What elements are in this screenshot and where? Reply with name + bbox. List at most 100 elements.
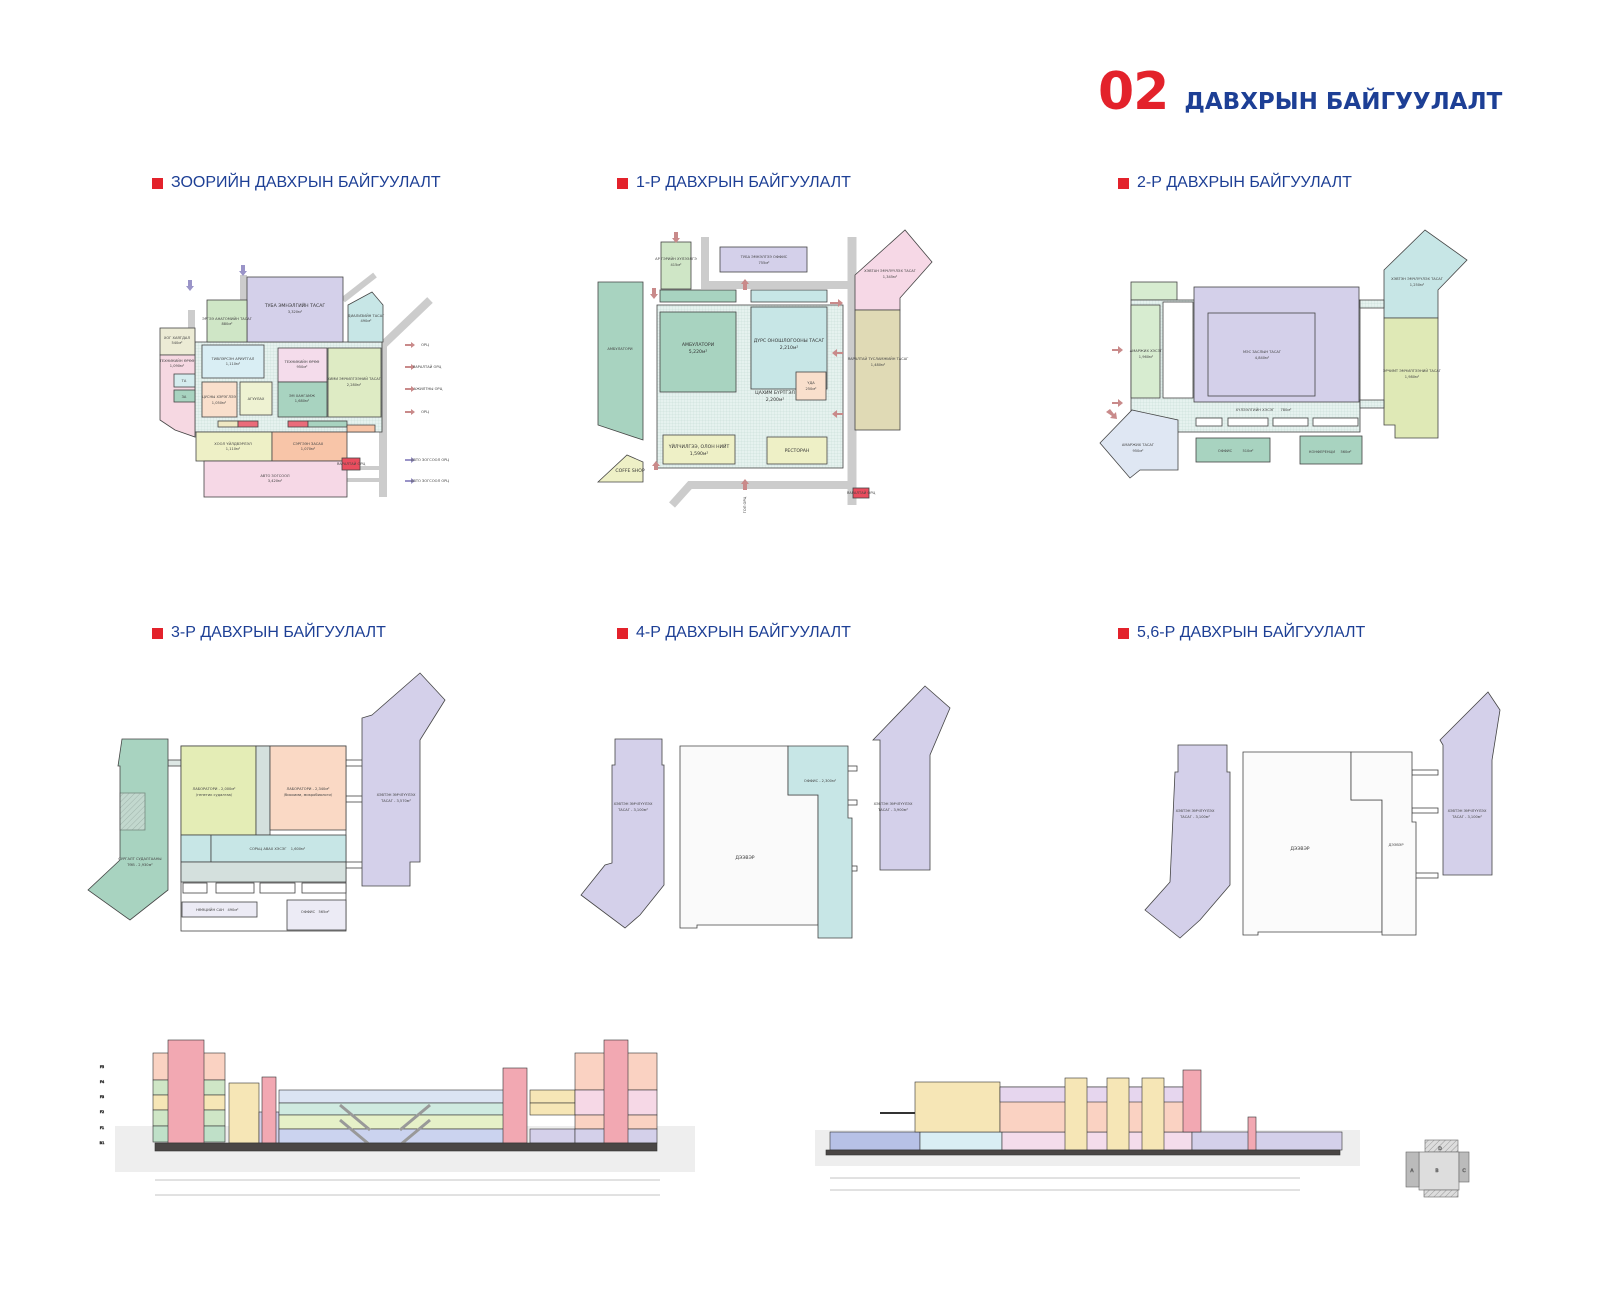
section-title-floor4: 4-Р ДАВХРЫН БАЙГУУЛАЛТ	[617, 624, 851, 642]
room-label: СЭРГЭЭН ЗАСАХ	[293, 442, 324, 446]
room-label: ЯАРАЛТАЙ ОРЦ	[413, 364, 442, 369]
room-label: 4,840м²	[1255, 356, 1270, 360]
plan-shape	[269, 745, 347, 831]
room-label: 880м²	[221, 322, 233, 326]
plan-shape	[217, 420, 239, 428]
plan-shape	[1312, 417, 1359, 427]
plan-shape	[1423, 1189, 1459, 1198]
room-label: СУРГАЛТ СУДАЛГААНЫ	[118, 857, 161, 861]
plan-shape	[529, 1128, 576, 1144]
building-section-2	[815, 1069, 1360, 1191]
section-title-text: 2-Р ДАВХРЫН БАЙГУУЛАЛТ	[1137, 174, 1352, 191]
room-label: ГОЛ ОРЦ	[743, 496, 747, 513]
arrow-icon	[650, 288, 658, 299]
plan-shape	[1439, 691, 1501, 876]
plan-shape	[795, 371, 827, 401]
room-label: /биохими, микробиологи/	[284, 793, 333, 797]
room-label: АГУУЛАХ	[248, 397, 265, 401]
arrow-icon	[405, 364, 415, 370]
room-label: АМАРЖИХ ТАСАГ	[1122, 443, 1154, 447]
room-label: 950м²	[296, 365, 308, 369]
right-tower	[574, 1039, 658, 1144]
room-label: 1,070м²	[301, 447, 316, 451]
plan-shape	[180, 745, 257, 836]
room-label: 1,345м²	[883, 275, 898, 279]
plan-shape	[1383, 229, 1468, 319]
plan-shape	[596, 454, 644, 483]
plan-shape	[502, 1067, 528, 1144]
room-label: ТЕХНИКИЙН ӨРӨӨ	[284, 359, 320, 364]
plan-shape	[201, 344, 265, 379]
plan-shape	[173, 389, 196, 403]
room-label: ОФФИС - 2,300м²	[804, 779, 837, 783]
room-label: ХООЛ ҮЙЛДВЭРЛЭЛ	[214, 441, 252, 446]
plan-shape	[529, 1089, 576, 1104]
plan-shape	[1411, 807, 1439, 814]
plan-shape	[662, 434, 736, 465]
plan-shape	[237, 420, 259, 428]
room-label: ХЭВТЭН ЭМЧЛҮҮЛЭХ	[1176, 809, 1215, 813]
room-label: АВТО ЗОГСООЛ ОРЦ	[411, 458, 449, 462]
arrow-icon	[830, 299, 843, 307]
room-label: F4	[100, 1080, 105, 1084]
room-label: 1,980м²	[1405, 375, 1420, 379]
section-title-floor56: 5,6-Р ДАВХРЫН БАЙГУУЛАЛТ	[1118, 624, 1365, 642]
plan-shape	[259, 882, 296, 894]
plan-shape	[278, 1114, 520, 1130]
room-label: ТАСАГ - 3,100м²	[617, 808, 648, 812]
room-label: 560м²	[1340, 450, 1352, 454]
room-label: 1,600м²	[291, 847, 306, 851]
plan-shape	[1130, 281, 1178, 301]
plan-shape	[167, 1039, 205, 1144]
floor3-labels: ЛАБОРАТОРИ - 2,000м²/генетик судалгаа/ Л…	[118, 787, 416, 914]
bullet-square-icon	[1118, 177, 1129, 189]
room-label: 1,480м²	[871, 363, 886, 367]
room-label: 1,960м²	[1139, 355, 1154, 359]
page-header: 02 ДАВХРЫН БАЙГУУЛАЛТ	[1098, 62, 1502, 122]
room-label: /генетик судалгаа/	[196, 793, 233, 797]
plan-shape	[659, 289, 737, 303]
plan-shape	[829, 1131, 921, 1151]
arrow-icon	[239, 265, 247, 276]
level-marks: B1 F1 F2 F3 F4 F5	[99, 1065, 105, 1146]
arrow-icon	[1112, 399, 1123, 407]
room-label: ҮЙЛЧИЛГЭЭ, ОЛОН НИЙТ	[668, 443, 730, 450]
plan-shape	[182, 882, 208, 894]
section-title-floor1: 1-Р ДАВХРЫН БАЙГУУЛАЛТ	[617, 174, 851, 192]
room-label: ХЭВТЭН ЭМЧЛҮҮЛЭХ	[1448, 809, 1487, 813]
room-tuba	[246, 276, 344, 343]
room-label: ОРЦ	[421, 410, 429, 414]
plan-shape	[287, 420, 309, 428]
plan-shape	[1247, 1116, 1257, 1151]
room-label: 510м²	[1242, 449, 1254, 453]
arrow-icon	[832, 349, 843, 357]
room-label: ЗА	[182, 395, 187, 399]
room-label: РЕСТОРАН	[785, 448, 810, 454]
bullet-square-icon	[152, 177, 163, 189]
room-label: ЭРГЭЭ АНАТОМИЙН ТАСАГ	[202, 316, 252, 321]
room-label: ТА	[181, 379, 187, 383]
room-label: ЭРЧИМТ ЭМЧИЛГЭЭНИЙ ТАСАГ	[1383, 368, 1441, 373]
plan-shape	[210, 834, 347, 863]
plan-shape	[1195, 437, 1271, 463]
building-section-1: B1 F1 F2 F3 F4 F5	[99, 1039, 695, 1196]
plan-shape	[1099, 409, 1179, 479]
room-label: АЖИЛТНЫ ОРЦ	[414, 387, 443, 391]
plan-shape	[1359, 299, 1385, 309]
plan-shape	[766, 436, 828, 465]
plan-shape	[181, 901, 258, 918]
basement-plan	[159, 272, 433, 498]
room-label: ЦАХИМ БҮРТГЭЛ	[755, 390, 795, 396]
room-label: 1,050м²	[212, 401, 227, 405]
room-label: F5	[100, 1065, 104, 1069]
page-number: 02	[1098, 62, 1169, 122]
room-label: 250м²	[805, 387, 817, 391]
plan-shape	[203, 460, 348, 498]
room-label: ЭМ ХАНГАМЖ	[289, 394, 315, 398]
room-label: НӨӨЦИЙН САН	[196, 907, 224, 912]
plan-shape	[154, 1142, 658, 1152]
plan-shape	[327, 347, 382, 418]
